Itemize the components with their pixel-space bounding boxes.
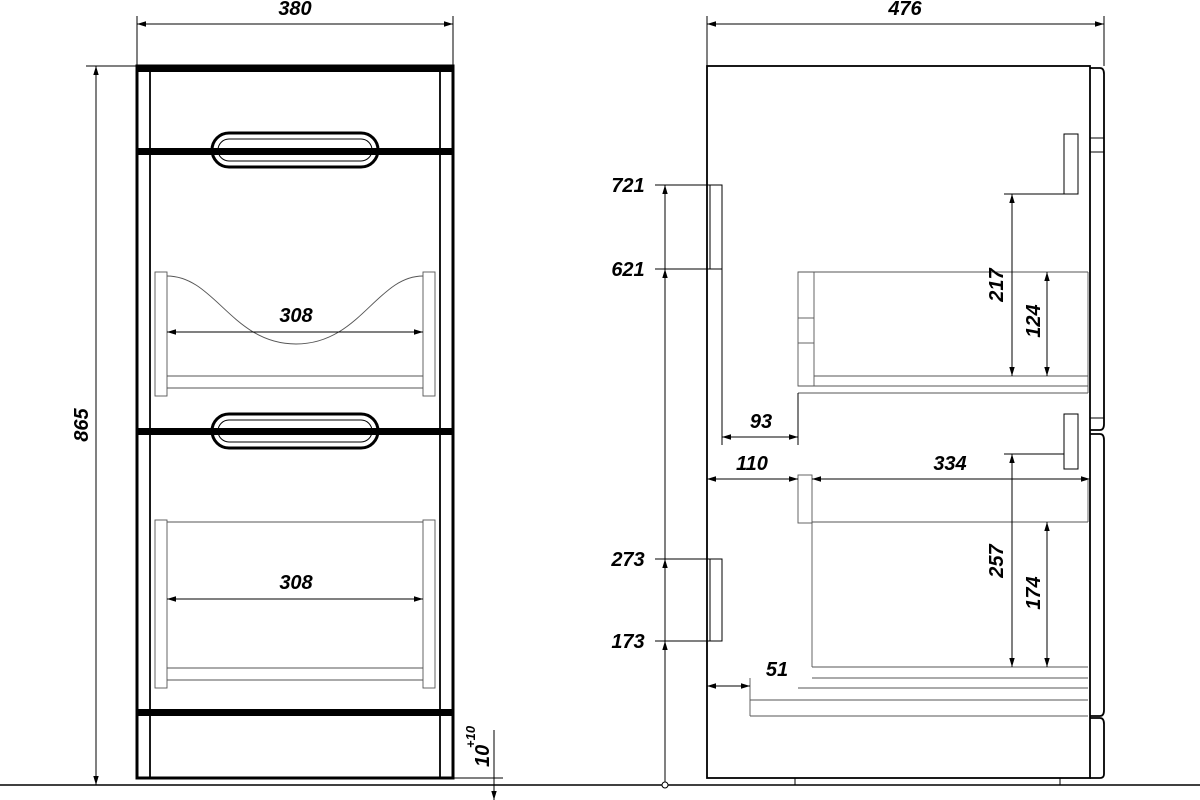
leg-gap-tolerance: +10 — [463, 725, 478, 748]
marker-621-label: 621 — [611, 259, 644, 281]
upper-handle-profile — [1063, 133, 1079, 195]
upper-drawer-basket-right — [422, 271, 436, 397]
lower-rear-bracket — [709, 558, 723, 642]
depth-label: 476 — [887, 0, 922, 20]
offset-110-label: 110 — [736, 453, 768, 475]
upper-drawer-front-profile — [1090, 67, 1105, 431]
front-plinth-band — [137, 709, 453, 716]
width-label: 380 — [278, 0, 311, 20]
lower-inner-174-label: 174 — [1023, 576, 1045, 609]
front-view: 380 865 308 308 10 +10 — [71, 0, 503, 800]
plinth-front-profile — [1090, 717, 1105, 779]
marker-273-label: 273 — [610, 549, 644, 571]
upper-inner-124-label: 124 — [1023, 304, 1045, 337]
lower-drawer-basket-left — [154, 519, 168, 689]
front-top-panel — [137, 66, 453, 72]
marker-173-label: 173 — [611, 631, 644, 653]
upper-drawer-basket-side — [797, 271, 815, 387]
lower-inner-width-label: 308 — [279, 572, 313, 594]
lower-drawer-runner — [797, 474, 813, 524]
front-cabinet-body — [135, 64, 455, 780]
lower-drawer-front-profile — [1090, 433, 1105, 717]
upper-drawer-basket-left — [154, 271, 168, 397]
side-view: 476 721 621 273 173 93 110 334 51 21 — [610, 0, 1105, 789]
upper-inner-width-label: 308 — [279, 305, 313, 327]
upper-drawer-front-band — [137, 148, 453, 155]
drawer-depth-334-label: 334 — [933, 453, 966, 475]
upper-drawer-handle — [210, 131, 380, 169]
upper-drawer-basket-wave — [166, 275, 424, 345]
upper-drawer-217-label: 217 — [986, 267, 1008, 302]
lower-drawer-handle — [210, 412, 380, 450]
lower-drawer-basket-right — [422, 519, 436, 689]
marker-721-label: 721 — [611, 175, 644, 197]
leg-gap-label: 10 — [472, 745, 494, 767]
lower-handle-profile — [1063, 413, 1079, 470]
offset-93-label: 93 — [750, 411, 772, 433]
upper-rear-bracket — [709, 184, 723, 270]
lower-drawer-257-label: 257 — [986, 543, 1008, 578]
offset-51-label: 51 — [766, 659, 788, 681]
height-label: 865 — [71, 407, 93, 441]
lower-drawer-front-band — [137, 428, 453, 435]
